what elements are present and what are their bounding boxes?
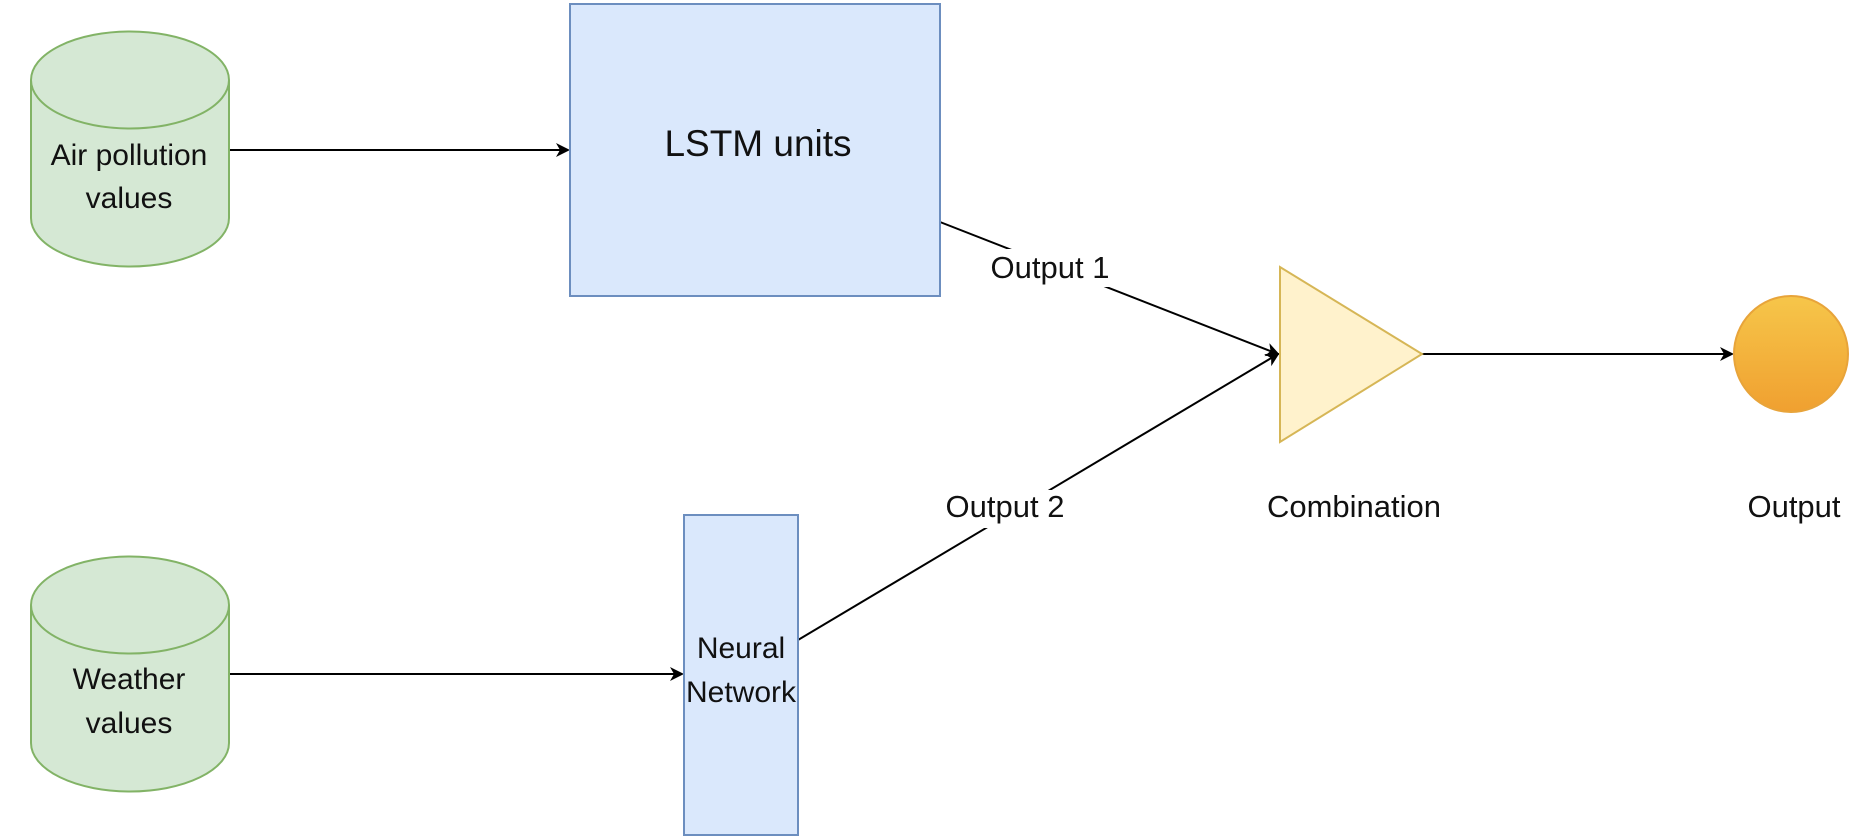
- weather-label-line-1: Weather: [73, 663, 186, 696]
- lstm-units-label: LSTM units: [664, 123, 851, 164]
- neural-network-box: [683, 514, 799, 836]
- output-label: Output: [1747, 489, 1840, 524]
- lstm-units-box: [569, 3, 941, 297]
- weather-cylinder-rim: [30, 604, 230, 655]
- edge-label-output-1: Output 1: [982, 249, 1118, 287]
- output-node[interactable]: Output: [1733, 295, 1849, 524]
- neural-network-node[interactable]: Neural Network: [683, 514, 799, 836]
- air-pollution-values-node[interactable]: Air pollution values: [30, 30, 230, 268]
- air-pollution-cylinder-body: [30, 30, 230, 268]
- weather-label-line-2: values: [86, 707, 173, 740]
- combination-triangle: [1279, 265, 1424, 444]
- air-pollution-label-line-2: values: [86, 182, 173, 215]
- edge-label-output-2-text: Output 2: [946, 489, 1065, 524]
- air-pollution-label-line-1: Air pollution: [51, 139, 208, 172]
- air-pollution-cylinder-rim: [30, 79, 230, 130]
- combination-label: Combination: [1267, 489, 1441, 524]
- combination-node[interactable]: Combination: [1267, 265, 1441, 524]
- edge-label-output-1-text: Output 1: [991, 250, 1110, 285]
- output-circle: [1733, 295, 1849, 413]
- lstm-units-node[interactable]: LSTM units: [569, 3, 941, 297]
- weather-values-node[interactable]: Weather values: [30, 555, 230, 793]
- edge-lstm-to-combination: [939, 221, 1280, 357]
- neural-network-label-line-1: Neural: [697, 632, 785, 665]
- weather-cylinder-body: [30, 555, 230, 793]
- edge-label-output-2: Output 2: [934, 489, 1076, 528]
- neural-network-label-line-2: Network: [686, 676, 797, 709]
